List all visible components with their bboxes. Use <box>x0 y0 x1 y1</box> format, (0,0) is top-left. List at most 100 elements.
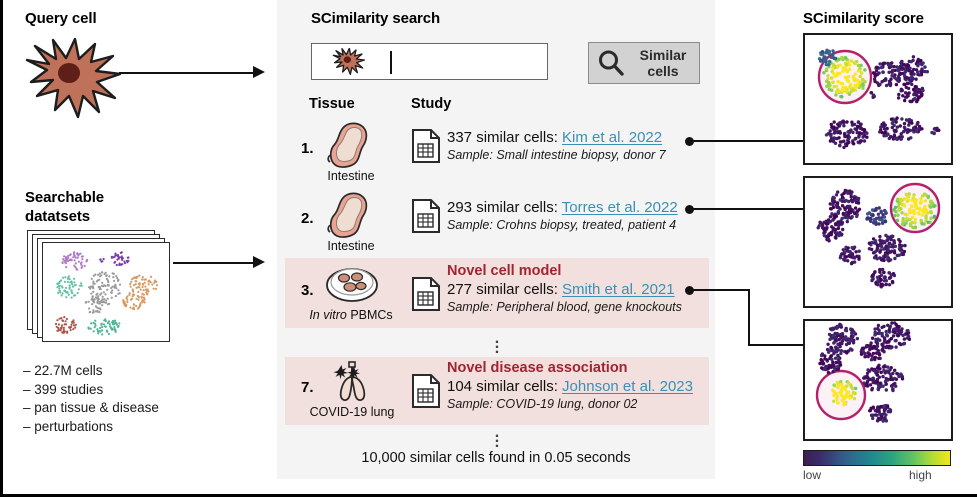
result-rank: 3. <box>301 282 314 299</box>
search-icon <box>599 50 624 76</box>
dataset-umap-thumbnail <box>54 251 159 336</box>
umap-plot-1 <box>803 33 953 165</box>
intestine-icon <box>327 192 368 238</box>
tissue-label-text: PBMCs <box>350 308 393 322</box>
study-sample: Sample: COVID-19 lung, donor 02 <box>447 397 638 411</box>
arrow-query-to-search-head <box>253 66 265 78</box>
intestine-icon <box>327 122 368 168</box>
dataset-bullet-0: – 22.7M cells <box>23 363 103 378</box>
similar-cells-button-label: Similar cells <box>630 47 696 79</box>
result-rank: 2. <box>301 210 314 227</box>
dataset-bullet-2: – pan tissue & disease <box>23 400 159 415</box>
study-block: 293 similar cells: Torres et al. 2022 Sa… <box>447 198 678 233</box>
arrow-datasets-to-search-head <box>253 256 265 268</box>
result-row[interactable]: 1. Intestine 337 similar cells: <box>285 116 709 188</box>
study-main: 337 similar cells: Kim et al. 2022 <box>447 128 666 147</box>
study-citation-link[interactable]: Smith et al. 2021 <box>562 281 675 298</box>
tissue-label-italic: In vitro <box>309 308 347 322</box>
umap-plot-3 <box>803 319 953 441</box>
stack-sheet-front <box>42 242 170 342</box>
connector-line-row1 <box>693 140 803 143</box>
connector-line-row2 <box>693 208 803 211</box>
ellipsis-dot: . <box>494 340 500 357</box>
result-rank: 1. <box>301 140 314 157</box>
petri-dish-icon <box>326 268 378 302</box>
study-sample: Sample: Small intestine biopsy, donor 7 <box>447 148 666 162</box>
study-block: Novel disease association 104 similar ce… <box>447 360 693 412</box>
connector-dot-row2 <box>685 205 694 214</box>
dataset-bullets: – 22.7M cells – 399 studies – pan tissue… <box>23 362 159 436</box>
query-cell-title: Query cell <box>25 10 97 27</box>
study-citation-link[interactable]: Johnson et al. 2023 <box>562 378 693 395</box>
dataset-bullet-1: – 399 studies <box>23 381 104 397</box>
search-input[interactable] <box>311 43 548 80</box>
similar-cells-count: 104 similar cells: <box>447 378 558 395</box>
study-main: 277 similar cells: Smith et al. 2021 <box>447 280 682 299</box>
result-row[interactable]: 3. In vitro PBMCs <box>285 258 709 328</box>
study-sample: Sample: Crohns biopsy, treated, patient … <box>447 218 677 232</box>
study-block: 337 similar cells: Kim et al. 2022 Sampl… <box>447 128 666 163</box>
ellipsis-dot: . <box>494 434 500 451</box>
tissue-label: Intestine <box>313 169 389 183</box>
connector-line-row3-h2 <box>748 344 804 347</box>
tissue-label: Intestine <box>313 239 389 253</box>
ellipsis-dot: . <box>494 424 500 441</box>
column-header-study: Study <box>411 96 452 112</box>
arrow-datasets-to-search <box>173 262 255 264</box>
similar-cells-button-label-line2: cells <box>647 63 679 79</box>
searchable-title-line2: datatsets <box>25 208 90 225</box>
similar-cells-button[interactable]: Similar cells <box>588 42 700 84</box>
study-block: Novel cell model 277 similar cells: Smit… <box>447 263 682 315</box>
ellipsis-dot: . <box>494 429 500 446</box>
document-icon <box>412 129 440 163</box>
study-citation-link[interactable]: Kim et al. 2022 <box>562 129 663 146</box>
dataset-bullet-3: – perturbations <box>23 418 114 434</box>
colorbar-high-label: high <box>909 468 932 482</box>
scimilarity-score-title: SCimilarity score <box>803 10 924 27</box>
text-caret <box>390 51 392 74</box>
lung-icon <box>333 361 366 401</box>
dataset-stack <box>27 230 187 355</box>
arrow-query-to-search <box>119 72 255 74</box>
result-row[interactable]: 2. Intestine 293 similar cells: <box>285 186 709 258</box>
study-citation-link[interactable]: Torres et al. 2022 <box>561 199 678 216</box>
document-icon <box>412 199 440 233</box>
tissue-label-text: Intestine <box>327 239 375 253</box>
ellipsis-dot: . <box>494 330 500 347</box>
tissue-label: In vitro PBMCs <box>301 308 401 322</box>
colorbar-low-label: low <box>803 468 822 482</box>
result-rank: 7. <box>301 379 314 396</box>
novel-finding-tag: Novel disease association <box>447 360 628 376</box>
ellipsis-vertical: . . . <box>487 330 507 357</box>
panel-title: SCimilarity search <box>311 10 441 27</box>
searchable-title-line1: Searchable <box>25 189 105 206</box>
ellipsis-dot: . <box>494 335 500 352</box>
result-row[interactable]: 7. COVID-19 lung <box>285 357 709 425</box>
query-cell-thumb-icon <box>332 48 365 75</box>
similar-cells-count: 293 similar cells: <box>447 199 558 216</box>
document-icon <box>412 374 440 408</box>
novel-finding-tag: Novel cell model <box>447 263 562 279</box>
search-summary-text: 10,000 similar cells found in 0.05 secon… <box>361 450 631 466</box>
similar-cells-count: 277 similar cells: <box>447 281 558 298</box>
study-sample: Sample: Peripheral blood, gene knockouts <box>447 300 682 314</box>
scimilarity-search-panel: SCimilarity search Similar cells <box>277 0 715 479</box>
connector-line-row3-v <box>748 289 751 346</box>
scimilarity-score-colorbar <box>803 450 951 466</box>
umap-plot-2 <box>803 176 953 308</box>
study-main: 293 similar cells: Torres et al. 2022 <box>447 198 678 217</box>
ellipsis-vertical: . . . <box>487 424 507 451</box>
connector-dot-row3 <box>685 286 694 295</box>
query-cell-icon <box>25 38 122 119</box>
searchable-datasets-title: Searchable datatsets <box>25 188 205 226</box>
tissue-label: COVID-19 lung <box>291 405 413 419</box>
tissue-label-text: Intestine <box>327 169 375 183</box>
column-header-tissue: Tissue <box>309 96 355 112</box>
similar-cells-count: 337 similar cells: <box>447 129 558 146</box>
document-icon <box>412 277 440 311</box>
connector-dot-row1 <box>685 137 694 146</box>
study-main: 104 similar cells: Johnson et al. 2023 <box>447 377 693 396</box>
tissue-label-text: COVID-19 lung <box>309 405 395 419</box>
connector-line-row3-h1 <box>693 289 750 292</box>
